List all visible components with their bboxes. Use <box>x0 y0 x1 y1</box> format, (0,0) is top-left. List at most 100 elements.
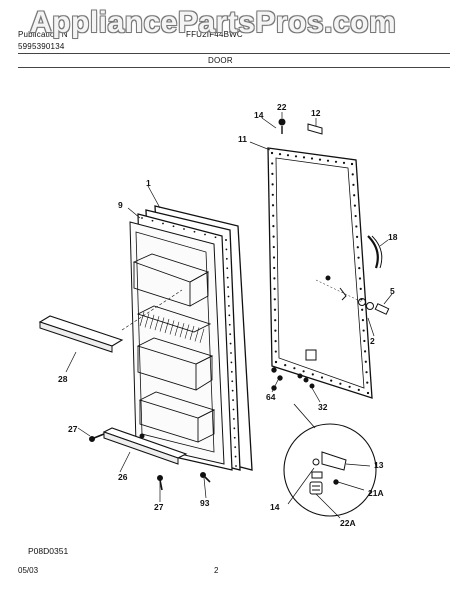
latch-assembly-5 <box>315 275 390 315</box>
fastener-dot <box>230 370 233 373</box>
fastener-dot <box>230 361 233 364</box>
callout-22: 22 <box>277 102 287 112</box>
fastener-dot <box>352 183 355 186</box>
fastener-dot <box>274 350 277 353</box>
fastener-dot <box>358 266 361 270</box>
callout-1: 1 <box>146 178 151 188</box>
fastener-dot <box>284 364 287 367</box>
fastener-dot <box>271 193 274 196</box>
fastener-dot <box>229 342 232 345</box>
fastener-dot <box>359 287 362 291</box>
fastener-dot <box>231 389 234 392</box>
fastener-dot <box>232 408 235 411</box>
fastener-dot <box>271 162 274 165</box>
fastener-dot <box>358 277 362 280</box>
callout-93: 93 <box>200 498 210 508</box>
trim-strip-bottom <box>102 427 188 465</box>
fastener-dot <box>271 204 275 207</box>
fastener-dot <box>274 329 277 332</box>
fastener-dot <box>214 236 217 239</box>
fastener-dot <box>270 151 274 155</box>
fastener-dot <box>225 239 227 241</box>
fastener-dot <box>330 379 333 382</box>
wire-shelf-rod <box>174 321 180 336</box>
callout-64: 64 <box>266 392 276 402</box>
fastener-dot <box>365 371 368 374</box>
fastener-dot <box>274 340 277 343</box>
publication-number: 5995390134 <box>18 42 65 51</box>
callout-21A: 21A <box>368 488 384 498</box>
callout-27-upper: 27 <box>68 424 78 434</box>
door-label-12 <box>307 123 323 135</box>
fastener-dot <box>272 245 275 249</box>
callout-13: 13 <box>374 460 384 470</box>
section-title: DOOR <box>208 56 233 65</box>
callout-5: 5 <box>390 286 395 296</box>
publication-label: Publication N <box>18 30 68 39</box>
fastener-dot <box>193 230 196 233</box>
header-divider <box>18 53 450 54</box>
screw-22 <box>278 118 286 134</box>
fastener-dot <box>310 157 314 160</box>
wire-shelf-rod <box>169 320 175 335</box>
fastener-dot <box>320 376 324 379</box>
callout-11: 11 <box>238 134 247 144</box>
fastener-dot <box>366 381 369 384</box>
wire-shelf-rod <box>189 325 195 341</box>
fastener-dot <box>227 286 229 288</box>
fastener-dot <box>225 257 228 260</box>
fastener-dot <box>204 233 206 236</box>
fastener-dot <box>226 276 229 279</box>
fastener-dot <box>357 388 360 391</box>
fastener-dot <box>271 172 274 175</box>
fastener-dot <box>363 339 366 343</box>
callout-2: 2 <box>370 336 375 346</box>
fastener-dot <box>235 465 237 467</box>
wire-shelf-rod <box>159 317 165 332</box>
fastener-dot <box>141 217 143 219</box>
fastener-dot <box>355 225 358 228</box>
door-handle-18 <box>367 235 383 269</box>
callout-27-lower: 27 <box>154 502 164 512</box>
fastener-dot <box>348 385 351 388</box>
fastener-dot <box>234 455 237 458</box>
callout-leaders <box>65 112 393 519</box>
fastener-dot <box>227 295 230 298</box>
callout-9: 9 <box>118 200 123 210</box>
fastener-dot <box>273 298 276 301</box>
wire-shelf-rod <box>194 327 200 342</box>
footer-page-number: 2 <box>214 566 219 575</box>
fastener-dot <box>364 360 367 363</box>
wire-shelf-rod <box>139 311 145 327</box>
fastener-dot <box>232 399 234 401</box>
fastener-dot <box>351 173 354 176</box>
fastener-dot <box>318 158 322 161</box>
wire-shelf-rod <box>179 323 185 338</box>
fastener-dot <box>326 159 330 162</box>
fastener-dot <box>334 160 338 163</box>
callout-12: 12 <box>311 108 321 118</box>
fastener-dot <box>229 333 232 336</box>
footer-date: 05/03 <box>18 566 39 575</box>
wire-shelf-rod <box>154 316 160 331</box>
callout-32: 32 <box>318 402 328 412</box>
fastener-dot <box>361 319 365 322</box>
fastener-dot <box>272 214 275 217</box>
fastener-dot <box>286 154 290 157</box>
fastener-dot <box>339 382 342 385</box>
callout-18: 18 <box>388 232 398 242</box>
callout-26: 26 <box>118 472 128 482</box>
fastener-dot <box>353 194 356 197</box>
fastener-dot <box>356 246 359 249</box>
fastener-dot <box>273 308 277 311</box>
diagram-code: P08D0351 <box>28 546 68 556</box>
fastener-dot <box>362 329 365 332</box>
wire-shelf-rod <box>199 328 205 343</box>
callout-14-inset: 14 <box>270 502 280 512</box>
fastener-dot <box>272 225 275 228</box>
fastener-dot <box>273 287 276 290</box>
wire-shelf-rod <box>164 318 170 334</box>
fastener-dot <box>354 214 357 218</box>
fastener-dot <box>225 248 228 251</box>
callout-14-top: 14 <box>254 110 264 120</box>
